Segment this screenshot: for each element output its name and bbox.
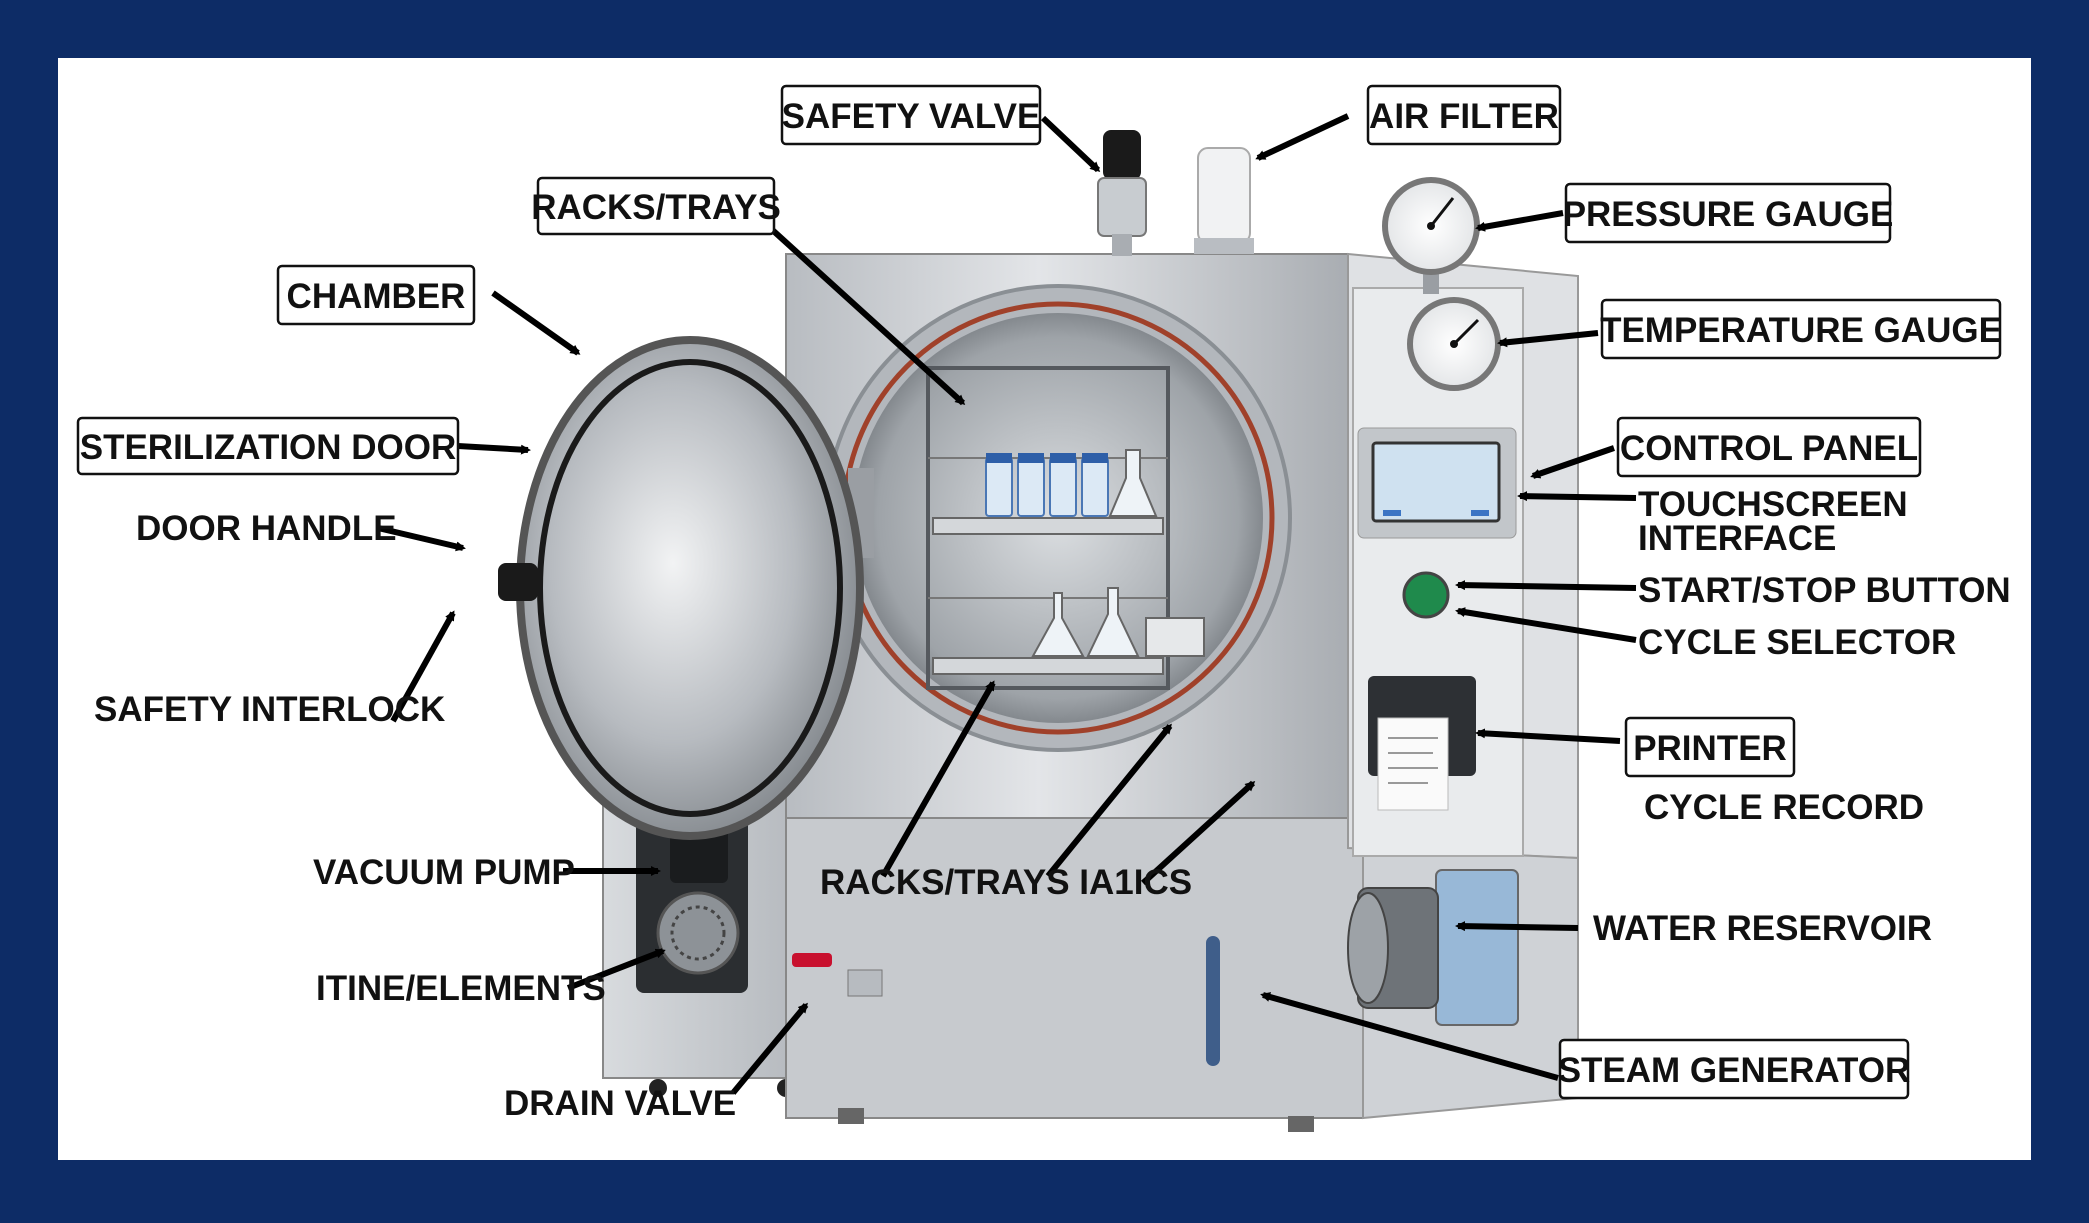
svg-text:AIR FILTER: AIR FILTER [1369, 97, 1559, 136]
water-reservoir-tank [1435, 869, 1519, 1026]
container-icon [1145, 617, 1205, 657]
vacuum-pump-icon [670, 828, 728, 883]
leader-arrows [377, 113, 1637, 1095]
svg-text:PRINTER: PRINTER [1633, 729, 1787, 768]
label-safety-valve: SAFETY VALVE [780, 84, 1042, 146]
svg-text:RACKS/TRAYS: RACKS/TRAYS [531, 188, 781, 227]
label-vacuum-pump: VACUUM PUMP [313, 853, 575, 892]
label-control-panel: CONTROL PANEL [1616, 416, 1922, 478]
pump-fan-icon [656, 891, 740, 975]
labels: SAFETY VALVE AIR FILTER RACKS/TRAYS PRES… [76, 84, 2011, 1123]
label-racks-trays-top: RACKS/TRAYS [531, 176, 781, 236]
foot-icon [1288, 1116, 1314, 1132]
label-steam-generator: STEAM GENERATOR [1558, 1038, 1911, 1100]
label-cycle-selector: CYCLE SELECTOR [1638, 623, 1956, 662]
tray-upper [932, 517, 1164, 535]
label-drain-valve: DRAIN VALVE [504, 1084, 736, 1123]
svg-text:CONTROL PANEL: CONTROL PANEL [1620, 429, 1918, 468]
bottle-icon [1017, 457, 1045, 517]
autoclave-diagram: SAFETY VALVE AIR FILTER RACKS/TRAYS PRES… [76, 84, 2011, 1132]
label-touchscreen-line1: TOUCHSCREEN [1638, 485, 1908, 524]
label-sterilization-door: STERILIZATION DOOR [76, 416, 460, 476]
safety-valve-icon [1103, 130, 1141, 180]
flask-icon [1108, 449, 1158, 517]
bottle-icon [985, 457, 1013, 517]
tray-lower [932, 657, 1164, 675]
flask-icon [1086, 587, 1140, 657]
label-printer: PRINTER [1624, 716, 1796, 778]
label-door-handle: DOOR HANDLE [136, 509, 397, 548]
label-heating-elements: ITINE/ELEMENTS [316, 969, 606, 1008]
printer-paper [1377, 717, 1449, 811]
label-chamber: CHAMBER [276, 264, 476, 326]
label-start-stop-button: START/STOP BUTTON [1638, 571, 2011, 610]
diagram-panel: SAFETY VALVE AIR FILTER RACKS/TRAYS PRES… [58, 58, 2031, 1160]
label-safety-interlock: SAFETY INTERLOCK [94, 690, 445, 729]
svg-text:CHAMBER: CHAMBER [287, 277, 466, 316]
svg-text:STEAM GENERATOR: STEAM GENERATOR [1558, 1051, 1911, 1090]
flask-icon [1031, 592, 1085, 657]
label-touchscreen-line2: INTERFACE [1638, 519, 1836, 558]
racks-trays-assembly [926, 366, 1205, 690]
bottle-icon [1081, 457, 1109, 517]
label-water-reservoir: WATER RESERVOIR [1593, 909, 1932, 948]
bottle-icon [1049, 457, 1077, 517]
label-temperature-gauge: TEMPERATURE GAUGE [1600, 298, 2002, 360]
svg-text:SAFETY VALVE: SAFETY VALVE [782, 97, 1041, 136]
label-racks-trays-bottom: RACKS/TRAYS IA1ICS [820, 863, 1192, 902]
air-filter-icon [1197, 147, 1251, 244]
caster-wheel-icon [649, 1079, 667, 1097]
autoclave-machine [498, 130, 1579, 1132]
red-valve-lever-icon[interactable] [792, 953, 832, 967]
svg-text:STERILIZATION DOOR: STERILIZATION DOOR [80, 428, 457, 467]
label-pressure-gauge: PRESSURE GAUGE [1563, 182, 1894, 244]
door-handle-icon[interactable] [498, 563, 538, 601]
svg-text:TEMPERATURE GAUGE: TEMPERATURE GAUGE [1600, 311, 2002, 350]
touchscreen-screen[interactable] [1371, 441, 1501, 523]
svg-text:PRESSURE GAUGE: PRESSURE GAUGE [1563, 195, 1894, 234]
green-round-button-icon[interactable] [1402, 571, 1450, 619]
sterilization-door[interactable] [516, 336, 864, 840]
sight-glass [1206, 936, 1220, 1066]
label-cycle-record: CYCLE RECORD [1644, 788, 1924, 827]
foot-icon [838, 1108, 864, 1124]
label-air-filter: AIR FILTER [1366, 84, 1562, 146]
